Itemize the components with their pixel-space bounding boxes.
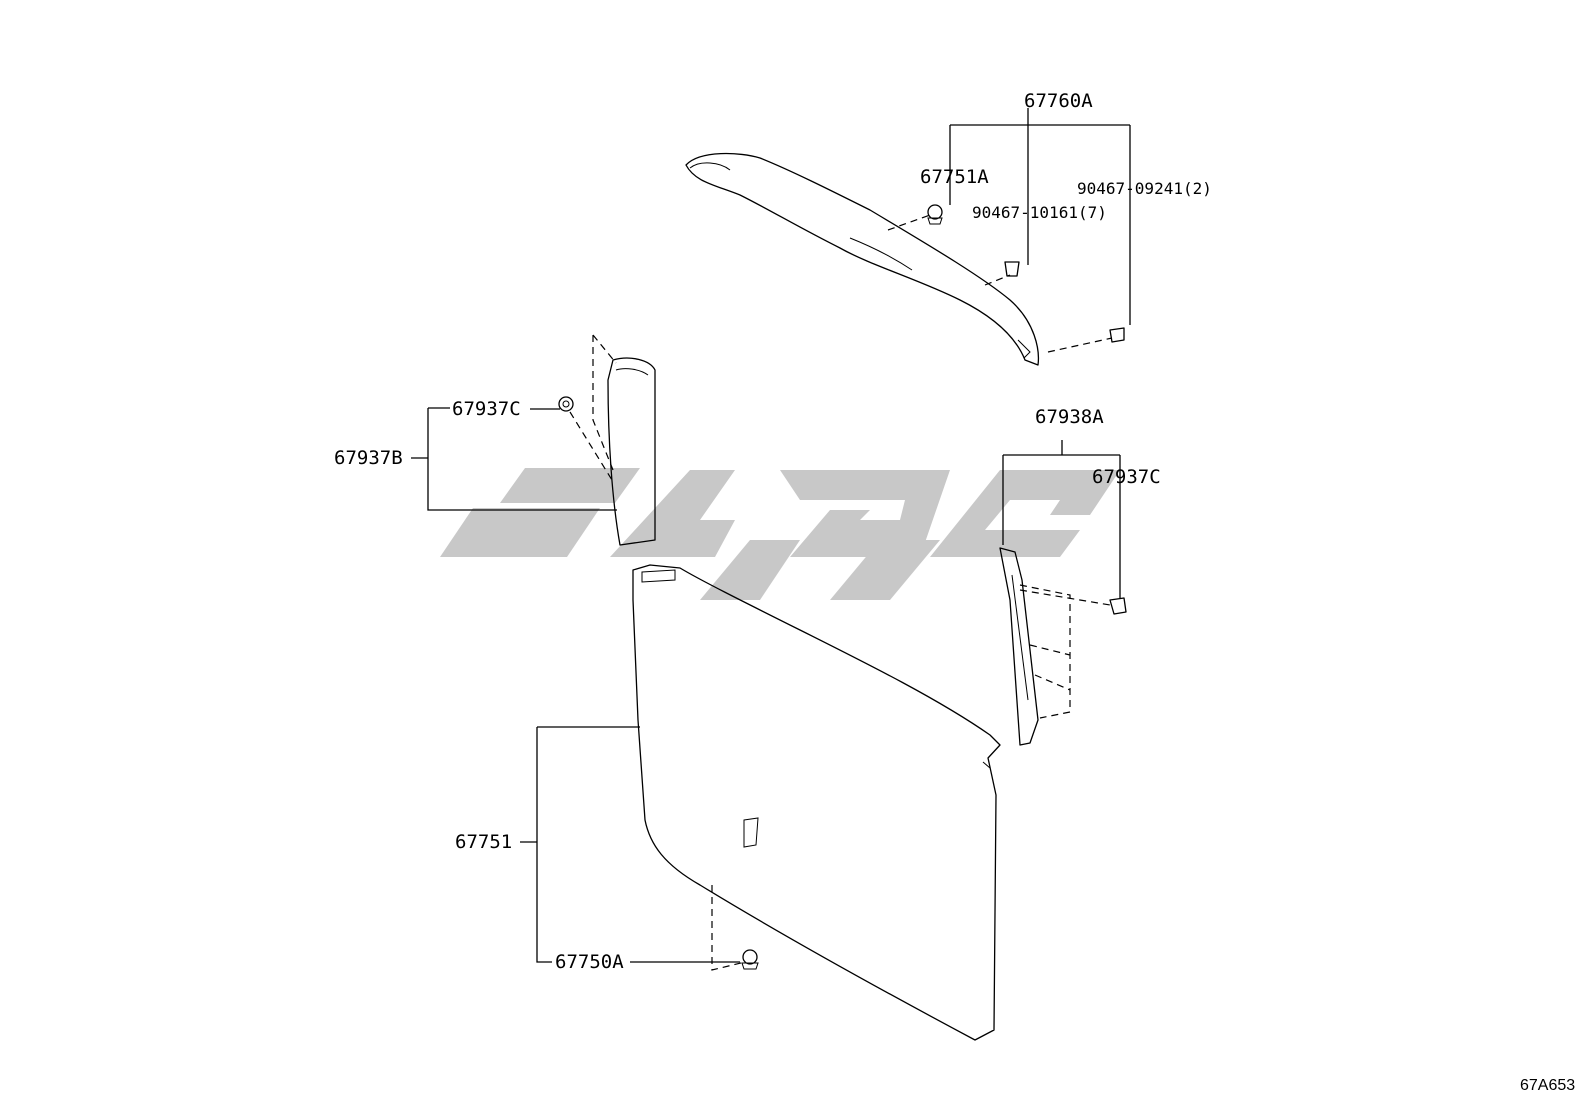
label-67938A: 67938A xyxy=(1035,406,1104,428)
clip-67937C-right-icon xyxy=(1109,597,1127,615)
label-67760A: 67760A xyxy=(1024,90,1093,112)
right-pillar-trim xyxy=(999,547,1039,746)
clip-90467-10161-icon xyxy=(1004,261,1020,277)
label-67937C-right: 67937C xyxy=(1092,466,1161,488)
clip-67750A-icon xyxy=(741,949,759,970)
label-67751A: 67751A xyxy=(920,166,989,188)
watermark-logo xyxy=(440,468,1120,600)
figure-reference: 67A653 xyxy=(1520,1077,1575,1094)
label-67937C-left: 67937C xyxy=(452,398,521,420)
clip-67937C-left-icon xyxy=(558,396,574,412)
quarter-trim-panel xyxy=(632,564,1001,1041)
label-67937B: 67937B xyxy=(334,447,403,469)
label-67751: 67751 xyxy=(455,831,512,853)
label-90467-10161: 90467-10161(7) xyxy=(972,203,1107,222)
label-90467-09241: 90467-09241(2) xyxy=(1077,179,1212,198)
clip-90467-09241-icon xyxy=(1109,327,1125,343)
label-67750A: 67750A xyxy=(555,951,624,973)
dashed-lines xyxy=(569,214,1113,971)
upper-rear-trim-panel xyxy=(685,152,1040,366)
left-pillar-trim xyxy=(607,357,656,546)
leader-lines xyxy=(411,108,1131,963)
clip-67751A-icon xyxy=(927,204,943,225)
